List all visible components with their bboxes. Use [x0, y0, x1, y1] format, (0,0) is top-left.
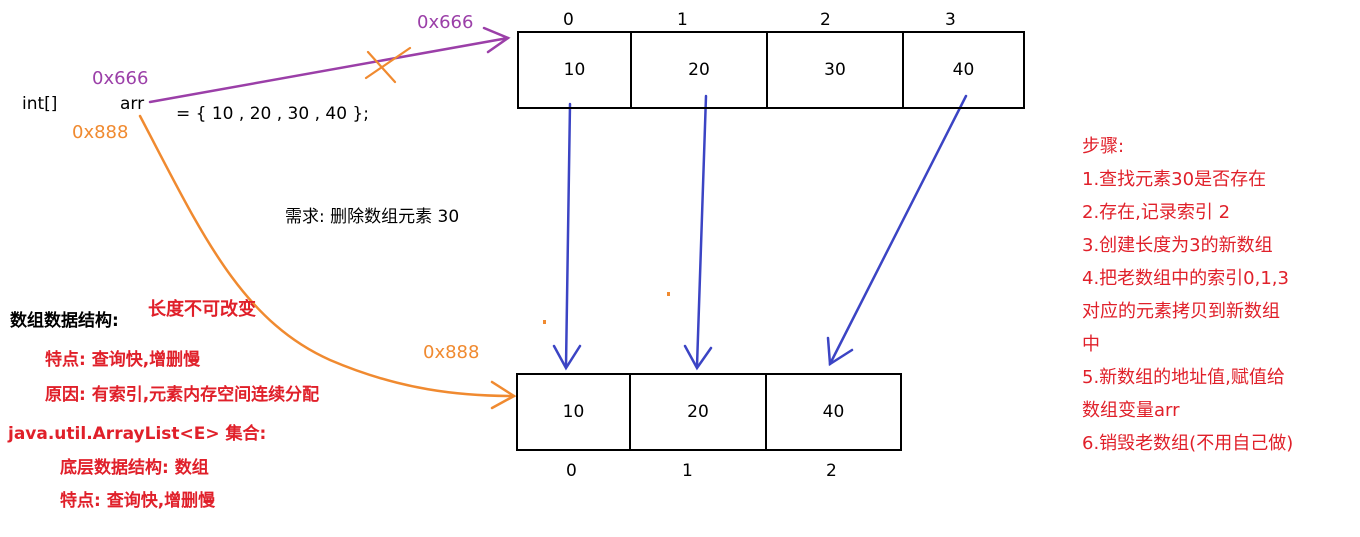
arraylist-note: java.util.ArrayList<E> 集合:: [8, 424, 267, 444]
step-line: 5.新数组的地址值,赋值给: [1082, 367, 1285, 388]
feature2-note: 特点: 查询快,增删慢: [60, 491, 216, 511]
old-address-label: 0x666: [92, 68, 149, 89]
strike-mark: [364, 46, 412, 84]
old-array-address: 0x666: [417, 12, 474, 33]
new-array-address: 0x888: [423, 342, 480, 363]
old-index: 1: [677, 10, 688, 30]
cell-value: 10: [562, 402, 585, 422]
reason-note: 原因: 有索引,元素内存空间连续分配: [45, 385, 320, 405]
stray-dot: [543, 320, 546, 324]
old-index: 0: [563, 10, 574, 30]
cell-value: 40: [952, 60, 975, 80]
step-line: 1.查找元素30是否存在: [1082, 169, 1267, 190]
step-line: 对应的元素拷贝到新数组: [1082, 301, 1280, 322]
copy-arrow-20: [695, 94, 708, 368]
type-label: int[]: [22, 94, 58, 114]
cell-value: 10: [563, 60, 586, 80]
stray-dot: [667, 292, 670, 296]
structure-note: 底层数据结构: 数组: [60, 458, 209, 478]
copy-arrows: [552, 94, 968, 371]
old-array-cell: 40: [902, 33, 1023, 107]
cell-value: 20: [688, 60, 710, 80]
feature-note: 特点: 查询快,增删慢: [45, 350, 201, 370]
cell-value: 30: [824, 60, 846, 80]
new-index: 2: [826, 461, 837, 481]
copy-arrow-40: [828, 94, 968, 366]
new-array-cell: 10: [518, 375, 629, 449]
old-index: 2: [820, 10, 831, 30]
old-reference-arrow: [148, 26, 511, 104]
notes-title: 数组数据结构:: [10, 311, 119, 331]
new-array-cell: 20: [629, 375, 765, 449]
old-index: 3: [945, 10, 956, 30]
new-array: 10 20 40: [516, 373, 902, 451]
step-line: 6.销毁老数组(不用自己做): [1082, 433, 1294, 454]
new-index: 1: [682, 461, 693, 481]
step-line: 2.存在,记录索引 2: [1082, 202, 1231, 223]
steps-title: 步骤:: [1082, 136, 1125, 157]
initializer: = { 10 , 20 , 30 , 40 };: [176, 104, 369, 124]
cell-value: 20: [687, 402, 709, 422]
new-reference-arrow: [138, 114, 517, 410]
new-index: 0: [566, 461, 577, 481]
step-line: 4.把老数组中的索引0,1,3: [1082, 268, 1289, 289]
new-address-label: 0x888: [72, 122, 129, 143]
step-line: 中: [1082, 334, 1100, 355]
step-line: 3.创建长度为3的新数组: [1082, 235, 1273, 256]
old-array-cell: 20: [630, 33, 766, 107]
immutable-note: 长度不可改变: [148, 299, 256, 320]
step-line: 数组变量arr: [1082, 400, 1180, 421]
old-array: 10 20 30 40: [517, 31, 1025, 109]
old-array-cell: 10: [519, 33, 630, 107]
requirement-text: 需求: 删除数组元素 30: [285, 207, 460, 227]
cell-value: 40: [822, 402, 845, 422]
old-array-cell: 30: [766, 33, 902, 107]
new-array-cell: 40: [765, 375, 900, 449]
copy-arrow-10: [564, 102, 572, 368]
variable-name: arr: [120, 94, 145, 114]
